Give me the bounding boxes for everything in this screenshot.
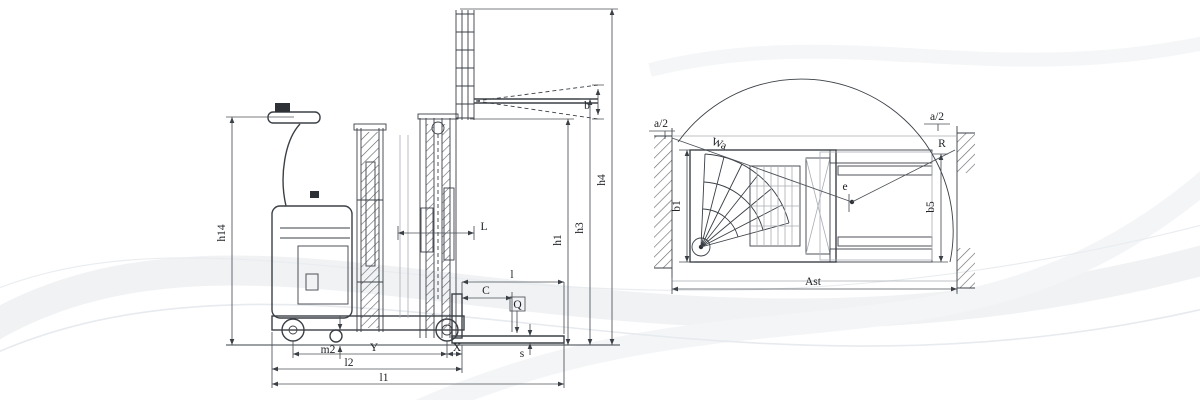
dim-label-l1: l1 (380, 372, 389, 384)
top-view: a/2 a/2 (649, 78, 975, 294)
dimension-s: s (520, 324, 533, 360)
dim-label-h3: h3 (574, 222, 586, 234)
dim-label-a2-left: a/2 (654, 118, 668, 130)
tiller-arm (282, 123, 301, 207)
wall-right-top (957, 133, 975, 173)
dimension-h4: h4 (460, 8, 618, 345)
lift-cylinder (365, 161, 376, 267)
dim-label-b5: b5 (925, 201, 937, 213)
drive-wheel-hub (288, 325, 298, 335)
dimension-h14: h14 (216, 116, 294, 345)
load-symbol-Q: Q (509, 296, 526, 333)
dimension-b5: b5 (925, 153, 948, 263)
dimension-h3: h3 (574, 98, 596, 345)
r-radius-line (851, 149, 956, 203)
mast-outer-hatch (361, 132, 379, 328)
turning-arc (677, 78, 954, 263)
fan-arc-outer (704, 153, 790, 224)
body-outline-plan (689, 149, 837, 263)
backrest-rails (455, 10, 475, 120)
dim-label-b1: b1 (671, 200, 683, 212)
dimension-L: L (397, 221, 488, 240)
fan-arc-inner (702, 208, 739, 238)
dimension-C: C (462, 285, 513, 332)
battery-compartment (297, 245, 349, 305)
truck-plan: e (689, 149, 933, 263)
dim-label-Q: Q (513, 299, 522, 311)
a2-left-leader (649, 130, 675, 139)
clearance-left: a/2 (649, 118, 675, 139)
dim-label-R: R (938, 138, 946, 150)
wall-left-edge (654, 128, 673, 278)
dim-label-C: C (482, 285, 490, 297)
dim-label-L: L (480, 221, 487, 233)
battery-grid (749, 165, 801, 247)
a2-right-leader (924, 123, 950, 131)
dim-label-s: s (520, 348, 525, 360)
dim-label-h1: h1 (552, 234, 564, 246)
dimension-l: l (461, 269, 565, 334)
reach-carriage-lines (399, 135, 409, 318)
dimension-b1: b1 (671, 149, 695, 263)
dim-label-l: l (510, 269, 513, 281)
dim-label-Y: Y (370, 342, 379, 354)
mast-outer (353, 123, 409, 332)
beacon (310, 191, 319, 198)
tiller-head (267, 111, 321, 124)
clearance-right: a/2 (924, 111, 950, 131)
tilt-range-lines (475, 84, 599, 120)
wall-right-bottom (957, 248, 975, 288)
side-view: b h14 h1 h3 h4 L (216, 8, 620, 388)
fan-arc-mid (703, 181, 764, 231)
cabin-outline (271, 205, 353, 319)
dim-label-e: e (842, 181, 847, 193)
turning-geometry: Wa R (671, 78, 956, 263)
mast-inner-hatch-left (426, 124, 434, 330)
q-box (509, 296, 526, 312)
caster-wheel (329, 329, 343, 343)
bottom-ext-lines (271, 332, 565, 388)
steering-fan (691, 153, 790, 257)
dimension-Ast: Ast (671, 276, 958, 294)
aisle-walls (654, 126, 975, 292)
panel-lines (280, 227, 350, 239)
fork-blade (451, 335, 565, 344)
truck-body (267, 103, 465, 331)
tilt-dim-ticks (592, 84, 604, 120)
fork-raised-blade (474, 98, 598, 104)
dim-label-Ast: Ast (805, 276, 822, 288)
mast-plan (805, 157, 831, 255)
fork-carriage-raised: b (455, 10, 604, 120)
carriage-block (420, 207, 434, 253)
aisle-boundaries (672, 135, 957, 282)
mast-inner-hatch-right (442, 124, 450, 330)
free-lift-cylinder (443, 187, 455, 261)
fan-rays (700, 153, 790, 248)
background-swooshes (0, 36, 1200, 400)
fork-shank (451, 293, 463, 339)
tiller-grip (275, 103, 290, 112)
dim-label-b: b (584, 100, 590, 112)
fork-plan-top (837, 165, 933, 176)
fork-plan-bottom (837, 236, 933, 247)
dimension-h1: h1 (470, 118, 574, 345)
dim-label-l2: l2 (345, 357, 354, 369)
wall-left (654, 136, 672, 268)
battery-latch (305, 273, 319, 291)
wa-radius-line (671, 137, 853, 203)
wall-right-edge (956, 126, 975, 292)
dim-label-h4: h4 (596, 174, 608, 186)
mast-inner (417, 113, 459, 338)
dim-label-h14: h14 (216, 224, 228, 242)
pallet-outline (819, 151, 933, 261)
dim-label-Wa: Wa (710, 136, 728, 152)
backrest-rungs (456, 13, 474, 119)
dim-label-a2-right: a/2 (930, 111, 944, 123)
bottom-dimensions: m2 Y X l2 l1 (271, 316, 565, 388)
dim-label-X: X (453, 342, 462, 354)
